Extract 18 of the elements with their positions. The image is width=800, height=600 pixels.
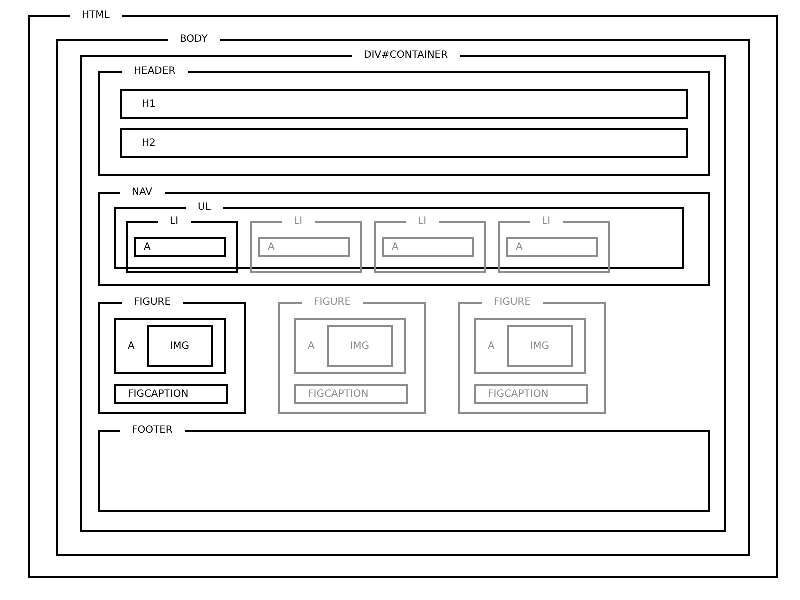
element-box: H1 bbox=[120, 89, 688, 119]
element-box: FIGCAPTION bbox=[294, 384, 408, 404]
element-box: H2 bbox=[120, 128, 688, 158]
element-box: FIGCAPTION bbox=[474, 384, 588, 404]
element-box: IMG bbox=[326, 325, 393, 368]
element-tag-label: A bbox=[128, 340, 135, 352]
element-box: A bbox=[258, 237, 350, 257]
element-box: A bbox=[134, 237, 226, 257]
element-tag-label: A bbox=[488, 340, 495, 352]
element-box: IMG bbox=[146, 325, 213, 368]
element-tag-label: A bbox=[308, 340, 315, 352]
element-box: A bbox=[506, 237, 598, 257]
element-box: FIGCAPTION bbox=[114, 384, 228, 404]
element-frame bbox=[294, 318, 406, 374]
element-box: A bbox=[382, 237, 474, 257]
element-box: IMG bbox=[506, 325, 573, 368]
element-frame bbox=[474, 318, 586, 374]
element-frame bbox=[114, 318, 226, 374]
